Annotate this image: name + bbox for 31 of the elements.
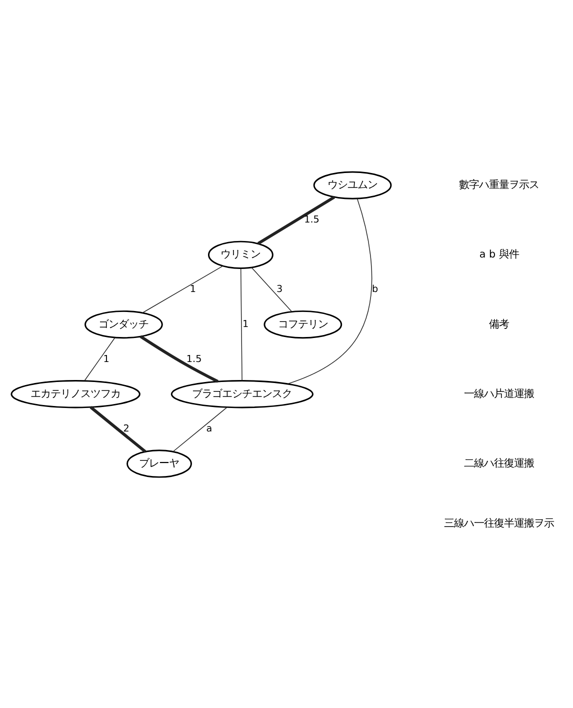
connector [142,265,224,313]
edge-label: 1.5 [186,353,202,364]
label: a b 與件 [479,248,519,260]
edge-label: b [372,284,378,295]
label: 數字ハ重量ヲ示ス [459,178,540,191]
connector [84,336,116,381]
node-ellipse: ウリミン [208,240,274,268]
node-ellipse: ブレーヤ [126,449,192,478]
label: 一線ハ片道運搬 [464,387,534,400]
edge-label: 1 [190,284,196,295]
node-ellipse: ゴンダッチ [84,310,163,338]
node-ellipse: ブラゴエシチエンスク [170,380,314,408]
edge-label: 1 [103,353,110,364]
label: 二線ハ往復運搬 [464,456,534,469]
connector [251,266,292,312]
connector [172,406,228,452]
connector [240,267,242,381]
edge-label: 3 [276,284,283,295]
node-ellipse: コフテリン [264,310,342,338]
connector [257,195,336,244]
node-ellipse: エカテリノスツフカ [10,380,140,408]
label: 三線ハ一往復半運搬ヲ示 [444,516,554,529]
connector [287,198,372,384]
edge-label: 2 [123,422,130,434]
node-ellipse: ウシユムン [313,170,392,199]
edge-label: 1.5 [304,214,320,226]
label: 備考 [489,318,510,330]
connector [90,406,146,452]
edge-label: a [206,422,212,434]
connector [140,334,218,382]
edge-label: 1 [242,318,249,330]
